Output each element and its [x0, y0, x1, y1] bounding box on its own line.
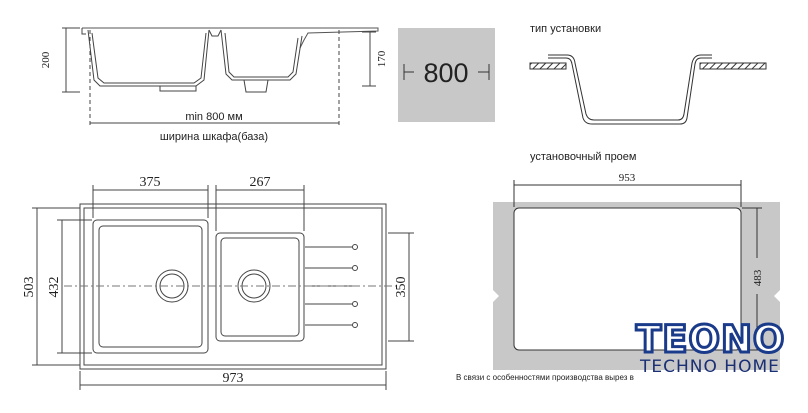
- dim-bowl-depth: 432: [47, 277, 62, 298]
- dim-right-depth: 350: [394, 277, 409, 298]
- side-height-left: 200: [40, 51, 52, 68]
- dim-right-bowl-width: 267: [250, 175, 271, 190]
- dim-total-width: 973: [223, 371, 244, 386]
- dim-left-bowl-width: 375: [140, 175, 161, 190]
- cabinet-min-note: min 800 мм: [185, 111, 242, 123]
- cabinet-width-box: [398, 28, 495, 122]
- cutout-height: 483: [752, 269, 764, 286]
- logo-main-text: TEONO: [634, 317, 786, 363]
- install-type-diagram: [529, 54, 767, 125]
- teono-logo: TEONO TECHNO HOME: [632, 317, 802, 388]
- side-view: [62, 27, 379, 125]
- top-view: [32, 185, 414, 390]
- logo-sub-text: TECHNO HOME: [640, 357, 780, 377]
- install-type-title: тип установки: [530, 23, 601, 35]
- cutout-width: 953: [619, 172, 636, 184]
- cutout-title: установочный проем: [530, 151, 636, 163]
- cutout-footnote: В связи с особенностями производства выр…: [456, 373, 634, 382]
- dim-total-depth: 503: [22, 277, 37, 298]
- side-height-right: 170: [376, 50, 388, 67]
- cutout-diagram: [493, 180, 780, 370]
- cabinet-caption: ширина шкафа(база): [160, 131, 268, 143]
- cabinet-width-value: 800: [423, 58, 468, 88]
